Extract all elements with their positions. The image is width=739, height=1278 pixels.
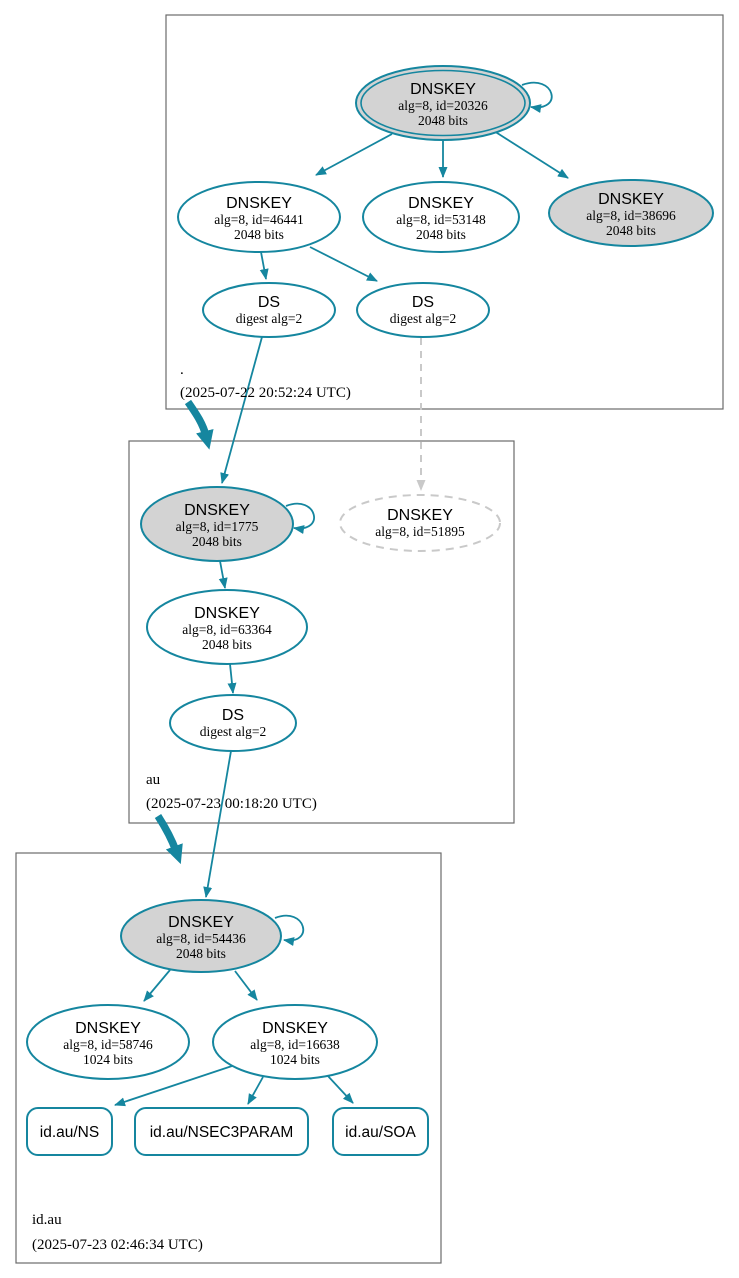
au-zsk-ellipse[interactable]	[146, 589, 308, 665]
root-dnskey-46441-detail1: alg=8, id=46441	[214, 212, 303, 227]
root-ksk-inner-ellipse	[360, 69, 526, 137]
au-ksk-title: DNSKEY	[184, 502, 250, 519]
root-dnskey-53148-detail1: alg=8, id=53148	[396, 212, 486, 227]
root-dnskey-38696-node[interactable]: DNSKEY alg=8, id=38696 2048 bits	[548, 179, 714, 247]
id-au-zone-timestamp: (2025-07-23 02:46:34 UTC)	[32, 1237, 203, 1253]
delegation-arrow-root-to-au	[184, 399, 214, 450]
au-ds-node[interactable]: DS digest alg=2	[169, 694, 297, 752]
id-au-dnskey-16638-title: DNSKEY	[262, 1020, 328, 1037]
id-au-rrset-soa-node[interactable]: id.au/SOA	[332, 1107, 429, 1156]
edge-root-zsk1-to-ds2	[309, 246, 378, 282]
au-zsk-detail1: alg=8, id=63364	[182, 622, 272, 637]
root-ds1-detail1: digest alg=2	[236, 311, 302, 326]
root-dnskey-46441-detail2: 2048 bits	[234, 227, 284, 242]
id-au-dnskey-58746-title: DNSKEY	[75, 1020, 141, 1037]
edge-id-au-ksk-to-zsk2	[234, 970, 258, 1001]
root-dnskey-38696-detail2: 2048 bits	[606, 223, 656, 238]
edge-id-au-ksk-self-sign	[274, 915, 305, 947]
edge-id-au-zsk2-to-rrset-soa	[326, 1074, 354, 1104]
root-ksk-detail1: alg=8, id=20326	[398, 98, 488, 113]
root-dnskey-53148-ellipse[interactable]	[362, 181, 520, 253]
id-au-dnskey-16638-node[interactable]: DNSKEY alg=8, id=16638 1024 bits	[212, 1004, 378, 1080]
id-au-dnskey-16638-detail2: 1024 bits	[270, 1052, 320, 1067]
id-au-rrset-nsec3param-label: id.au/NSEC3PARAM	[150, 1124, 294, 1141]
root-zone-timestamp: (2025-07-22 20:52:24 UTC)	[180, 385, 351, 401]
au-zsk-dnskey-63364-node[interactable]: DNSKEY alg=8, id=63364 2048 bits	[146, 589, 308, 665]
root-dnskey-46441-title: DNSKEY	[226, 195, 292, 212]
root-dnskey-53148-title: DNSKEY	[408, 195, 474, 212]
root-ds2-node[interactable]: DS digest alg=2	[356, 282, 490, 338]
id-au-dnskey-58746-detail2: 1024 bits	[83, 1052, 133, 1067]
id-au-ksk-ellipse[interactable]	[120, 899, 282, 973]
au-zone-timestamp: (2025-07-23 00:18:20 UTC)	[146, 796, 317, 812]
id-au-dnskey-58746-node[interactable]: DNSKEY alg=8, id=58746 1024 bits	[26, 1004, 190, 1080]
root-dnskey-53148-node[interactable]: DNSKEY alg=8, id=53148 2048 bits	[362, 181, 520, 253]
au-ksk-detail1: alg=8, id=1775	[176, 519, 259, 534]
id-au-rrset-ns-node[interactable]: id.au/NS	[26, 1107, 113, 1156]
id-au-rrset-nsec3param-node[interactable]: id.au/NSEC3PARAM	[134, 1107, 309, 1156]
root-ds2-title: DS	[412, 294, 434, 311]
au-ksk-dnskey-node[interactable]: DNSKEY alg=8, id=1775 2048 bits	[140, 486, 294, 562]
root-ds2-detail1: digest alg=2	[390, 311, 456, 326]
id-au-ksk-title: DNSKEY	[168, 914, 234, 931]
au-ds-title: DS	[222, 707, 244, 724]
edge-id-au-zsk2-to-rrset-ns	[114, 1065, 233, 1107]
edge-root-ds1-to-au-ksk	[220, 336, 263, 484]
edge-root-zsk1-to-ds1	[259, 251, 269, 280]
root-dnskey-38696-ellipse[interactable]	[548, 179, 714, 247]
root-ds1-title: DS	[258, 294, 280, 311]
root-ds1-node[interactable]: DS digest alg=2	[202, 282, 336, 338]
id-au-ksk-detail2: 2048 bits	[176, 946, 226, 961]
au-zsk-detail2: 2048 bits	[202, 637, 252, 652]
edge-id-au-ksk-to-zsk1	[143, 969, 171, 1002]
au-ds-ellipse[interactable]	[169, 694, 297, 752]
au-ksk-detail2: 2048 bits	[192, 534, 242, 549]
au-missing-dnskey-51895-node[interactable]: DNSKEY alg=8, id=51895	[339, 494, 501, 552]
id-au-rrset-soa-label: id.au/SOA	[345, 1124, 416, 1141]
root-ds1-ellipse[interactable]	[202, 282, 336, 338]
root-ksk-outer-ellipse[interactable]	[355, 65, 531, 141]
au-ksk-ellipse[interactable]	[140, 486, 294, 562]
edge-root-ksk-self-sign	[521, 82, 553, 113]
root-ksk-title: DNSKEY	[410, 81, 476, 98]
id-au-zone-label: id.au	[32, 1212, 62, 1228]
edge-au-zsk-to-ds	[227, 663, 237, 694]
root-ds2-ellipse[interactable]	[356, 282, 490, 338]
id-au-ksk-detail1: alg=8, id=54436	[156, 931, 246, 946]
id-au-ksk-dnskey-node[interactable]: DNSKEY alg=8, id=54436 2048 bits	[120, 899, 282, 973]
id-au-dnskey-16638-ellipse[interactable]	[212, 1004, 378, 1080]
au-missing-dnskey-detail1: alg=8, id=51895	[375, 524, 465, 539]
au-missing-dnskey-title: DNSKEY	[387, 507, 453, 524]
au-missing-dnskey-ellipse[interactable]	[339, 494, 501, 552]
root-dnskey-46441-ellipse[interactable]	[177, 181, 341, 253]
edge-au-ksk-self-sign	[285, 503, 315, 534]
au-zone-label: au	[146, 772, 161, 788]
edge-au-ksk-to-zsk	[218, 560, 228, 589]
au-ds-detail1: digest alg=2	[200, 724, 266, 739]
id-au-dnskey-58746-ellipse[interactable]	[26, 1004, 190, 1080]
id-au-rrset-ns-rect[interactable]	[26, 1107, 113, 1156]
edge-au-ds-to-id-au-ksk	[203, 750, 232, 898]
id-au-rrset-nsec3param-rect[interactable]	[134, 1107, 309, 1156]
id-au-dnskey-16638-detail1: alg=8, id=16638	[250, 1037, 340, 1052]
root-ksk-detail2: 2048 bits	[418, 113, 468, 128]
au-zsk-title: DNSKEY	[194, 605, 260, 622]
root-dnskey-38696-title: DNSKEY	[598, 191, 664, 208]
delegation-arrow-au-to-id-au	[154, 813, 183, 865]
id-au-rrset-ns-label: id.au/NS	[40, 1124, 99, 1141]
root-dnskey-53148-detail2: 2048 bits	[416, 227, 466, 242]
id-au-dnskey-58746-detail1: alg=8, id=58746	[63, 1037, 153, 1052]
root-dnskey-38696-detail1: alg=8, id=38696	[586, 208, 676, 223]
edge-id-au-zsk2-to-rrset-nsec3param	[247, 1076, 264, 1105]
id-au-rrset-soa-rect[interactable]	[332, 1107, 429, 1156]
root-ksk-dnskey-node[interactable]: DNSKEY alg=8, id=20326 2048 bits	[355, 65, 531, 141]
root-zone-label: .	[180, 362, 184, 378]
edge-root-ksk-to-ksk2	[493, 130, 569, 179]
edge-root-ksk-to-zsk1	[315, 133, 393, 176]
root-dnskey-46441-node[interactable]: DNSKEY alg=8, id=46441 2048 bits	[177, 181, 341, 253]
